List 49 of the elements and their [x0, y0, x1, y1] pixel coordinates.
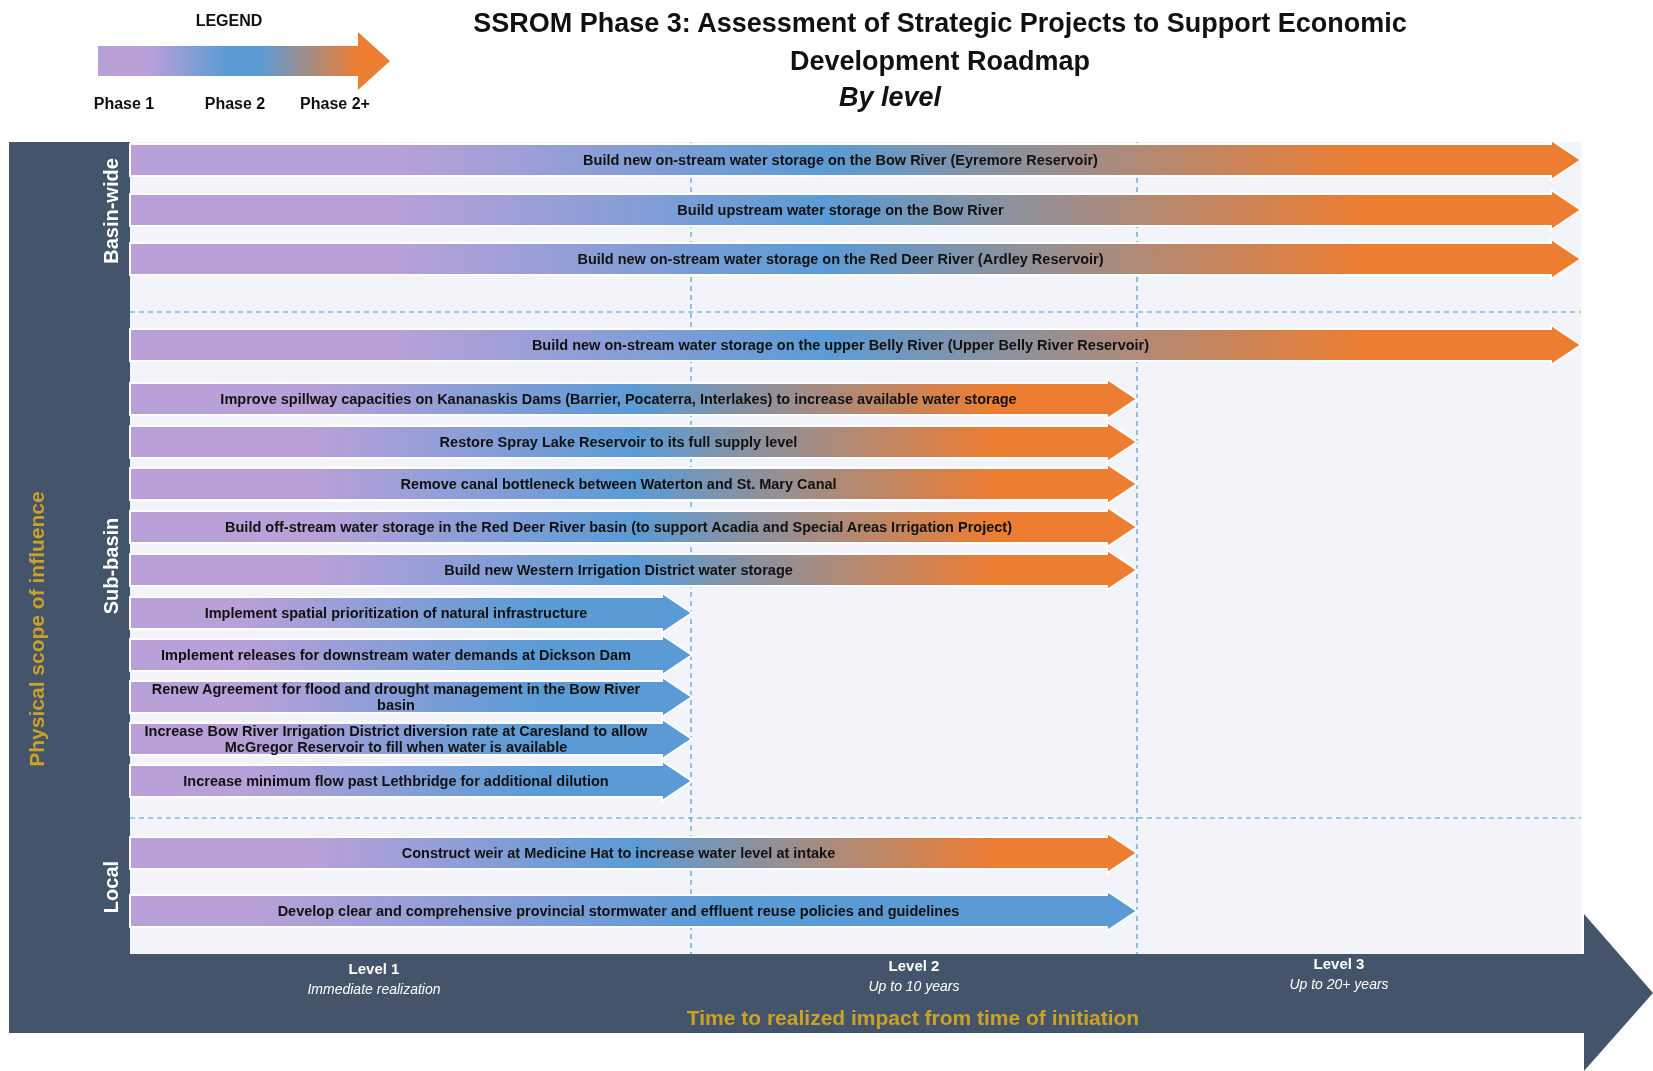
- project-bar: [130, 239, 1581, 279]
- level-description: Up to 10 years: [868, 978, 960, 994]
- project-bar: [130, 325, 1581, 365]
- project-bar: [130, 464, 1137, 504]
- project-label: Increase minimum flow past Lethbridge for additional dilution: [182, 772, 610, 791]
- title: SSROM Phase 3: Assessment of Strategic Projects to Support Economic Development Roadmap: [472, 7, 1408, 78]
- project-bar: [130, 550, 1137, 590]
- legend-label: Phase 2+: [300, 95, 370, 113]
- lane-label: Basin-wide: [99, 158, 123, 264]
- legend-label: Phase 2: [204, 95, 266, 113]
- project-label: Implement spatial prioritization of natural infrastructure: [203, 604, 589, 623]
- project-bar: [130, 761, 692, 801]
- project-label: Renew Agreement for flood and drought management in the Bow River basin: [150, 681, 642, 713]
- project-label: Build new on-stream water storage on the Red Deer River (Ardley Reservoir): [576, 250, 1105, 269]
- legend-title: LEGEND: [195, 12, 263, 30]
- project-label: Build new Western Irrigation District water storage: [443, 561, 794, 580]
- level-label: Level 2: [888, 956, 940, 974]
- level-description: Immediate realization: [307, 981, 441, 997]
- project-bar: [130, 635, 692, 675]
- project-label: Build upstream water storage on the Bow River: [676, 201, 1005, 220]
- lane-label: Local: [99, 860, 123, 914]
- project-label: Build off-stream water storage in the Red Deer River basin (to support Acadia and Special Areas Irrigation Project): [224, 518, 1013, 537]
- level-label: Level 1: [348, 959, 400, 977]
- project-bar: [130, 833, 1137, 873]
- project-bar: [130, 379, 1137, 419]
- level-label: Level 3: [1313, 954, 1365, 972]
- project-label: Build new on-stream water storage on the upper Belly River (Upper Belly River Reservoir): [530, 336, 1151, 355]
- project-label: Improve spillway capacities on Kananaskis Dams (Barrier, Pocaterra, Interlakes) to increase available water storage: [219, 390, 1018, 409]
- axis-title: Physical scope of influence: [25, 491, 49, 767]
- project-bar: [130, 507, 1137, 547]
- project-label: Remove canal bottleneck between Waterton and St. Mary Canal: [399, 475, 838, 494]
- lane-label: Sub-basin: [99, 517, 123, 615]
- project-bar: [130, 422, 1137, 462]
- project-label: Restore Spray Lake Reservoir to its full supply level: [438, 433, 799, 452]
- project-label: Build new on-stream water storage on the Bow River (Eyremore Reservoir): [582, 151, 1099, 170]
- subtitle: By level: [838, 81, 942, 113]
- project-label: Develop clear and comprehensive provincial stormwater and effluent reuse policies and guidelines: [276, 902, 961, 921]
- project-bar: [130, 190, 1581, 230]
- level-description: Up to 20+ years: [1289, 976, 1389, 992]
- legend-label: Phase 1: [93, 95, 155, 113]
- project-label: Implement releases for downstream water demands at Dickson Dam: [160, 646, 632, 665]
- project-label: Construct weir at Medicine Hat to increase water level at intake: [400, 844, 837, 863]
- project-bar: [130, 719, 692, 759]
- project-bar: [130, 140, 1581, 180]
- axis-title: Time to realized impact from time of initiation: [686, 1006, 1140, 1030]
- project-bar: [130, 891, 1137, 931]
- project-bar: [130, 677, 692, 717]
- project-bar: [130, 593, 692, 633]
- project-label: Increase Bow River Irrigation District diversion rate at Caresland to allow McGregor Reservoir to fill when water is available: [143, 723, 649, 755]
